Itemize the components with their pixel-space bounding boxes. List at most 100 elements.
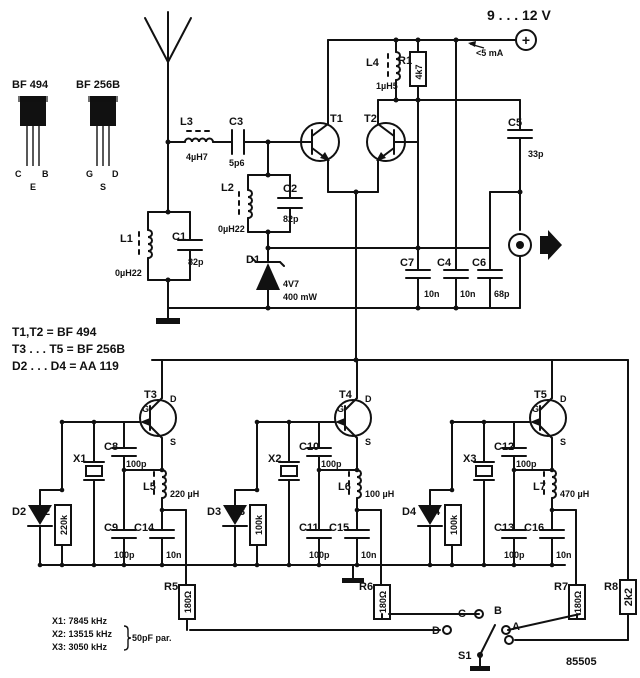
- t2-ref: T2: [364, 113, 377, 125]
- c-top-ref: C12: [494, 441, 514, 453]
- resistor-ref: R2: [36, 506, 50, 518]
- fet-pin-s: S: [365, 437, 371, 447]
- c1-value: 82p: [188, 257, 204, 267]
- c-top-ref: C10: [299, 441, 319, 453]
- fet-pin-d: D: [170, 394, 177, 404]
- c3-ref: C3: [229, 116, 243, 128]
- r1-value: 4k7: [414, 64, 424, 79]
- coil-value: 220 µH: [170, 489, 199, 499]
- c2-value: 82p: [283, 214, 299, 224]
- supply-terminal: +: [515, 29, 537, 51]
- fet-pin-s: S: [170, 437, 176, 447]
- c7-ref: C7: [400, 257, 414, 269]
- crystal-1: X1: 7845 kHz: [52, 616, 108, 626]
- c-a-value: 100p: [114, 550, 135, 560]
- series-resistor-value: 180Ω: [183, 591, 193, 613]
- fet-pin-g: G: [532, 404, 539, 414]
- diode-ref: D4: [402, 506, 417, 518]
- switch-pos-c: C: [458, 608, 466, 620]
- d1-ref: D1: [246, 254, 260, 266]
- zener-d1: [251, 257, 285, 309]
- diode-ref: D3: [207, 506, 221, 518]
- resistor-r8: [619, 579, 637, 631]
- d1-value2: 400 mW: [283, 292, 318, 302]
- c5-ref: C5: [508, 117, 522, 129]
- l1-ref: L1: [120, 233, 133, 245]
- capacitor-c3: [231, 129, 245, 155]
- package-bf256b: BF 256B G S D: [76, 79, 120, 192]
- fet-ref: T3: [144, 389, 157, 401]
- coil-ref: L5: [143, 481, 156, 493]
- resistor-ref: R3: [231, 506, 245, 518]
- coil-ref: L6: [338, 481, 351, 493]
- switch-ref: S1: [458, 650, 471, 662]
- svg-text:B: B: [42, 169, 49, 179]
- c-top-value: 100p: [516, 459, 537, 469]
- c7-value: 10n: [424, 289, 440, 299]
- r8-value: 2k2: [623, 588, 635, 606]
- switch-pos-b: B: [494, 605, 502, 617]
- crystal-note: 50pF par.: [132, 633, 172, 643]
- c-a-ref: C11: [299, 522, 319, 534]
- c4-ref: C4: [437, 257, 452, 269]
- d1-value: 4V7: [283, 279, 299, 289]
- fet-pin-g: G: [142, 404, 149, 414]
- c-a-ref: C13: [494, 522, 514, 534]
- fet-ref: T5: [534, 389, 547, 401]
- crystal-ref: X3: [463, 453, 476, 465]
- l4-ref: L4: [366, 57, 380, 69]
- l3-value: 4µH7: [186, 152, 208, 162]
- figure-number: 85505: [566, 656, 597, 668]
- c-top-ref: C8: [104, 441, 118, 453]
- svg-text:BF 256B: BF 256B: [76, 79, 120, 91]
- c-b-ref: C16: [524, 522, 544, 534]
- c3-value: 5p6: [229, 158, 245, 168]
- crystal-3: X3: 3050 kHz: [52, 642, 108, 652]
- output-arrow: [540, 230, 562, 260]
- resistor-value: 220k: [59, 514, 69, 535]
- c-b-value: 10n: [166, 550, 182, 560]
- ground-symbol: [156, 307, 180, 324]
- fet-ref: T4: [339, 389, 353, 401]
- fet-pin-s: S: [560, 437, 566, 447]
- series-resistor-value: 180Ω: [378, 591, 388, 613]
- crystal-ref: X1: [73, 453, 86, 465]
- svg-text:G: G: [86, 169, 93, 179]
- supply-voltage: 9 . . . 12 V: [487, 7, 551, 23]
- coil-ref: L7: [533, 481, 546, 493]
- c1-ref: C1: [172, 231, 186, 243]
- c-a-value: 100p: [309, 550, 330, 560]
- series-resistor-value: 180Ω: [573, 591, 583, 613]
- c-a-ref: C9: [104, 522, 118, 534]
- l3-ref: L3: [180, 116, 193, 128]
- c-b-value: 10n: [556, 550, 572, 560]
- l2-value: 0µH22: [218, 224, 245, 234]
- r8-ref: R8: [604, 581, 618, 593]
- legend-line-2: T3 . . . T5 = BF 256B: [12, 342, 125, 356]
- c-top-value: 100p: [126, 459, 147, 469]
- c5-value: 33p: [528, 149, 544, 159]
- diode-ref: D2: [12, 506, 26, 518]
- coil-value: 470 µH: [560, 489, 589, 499]
- c-b-ref: C14: [134, 522, 155, 534]
- c-top-value: 100p: [321, 459, 342, 469]
- l4-value: 1µH5: [376, 81, 398, 91]
- antenna: [144, 11, 192, 143]
- c-a-value: 100p: [504, 550, 525, 560]
- svg-text:D: D: [112, 169, 119, 179]
- supply-plus: +: [522, 32, 530, 48]
- resistor-value: 100k: [449, 514, 459, 535]
- svg-text:S: S: [100, 182, 106, 192]
- svg-text:E: E: [30, 182, 36, 192]
- crystal-2: X2: 13515 kHz: [52, 629, 113, 639]
- legend-line-3: D2 . . . D4 = AA 119: [12, 359, 119, 373]
- series-resistor-ref: R6: [359, 581, 373, 593]
- resistor-ref: R4: [426, 506, 441, 518]
- switch-pos-a: A: [512, 621, 520, 633]
- svg-text:C: C: [15, 169, 22, 179]
- c2-ref: C2: [283, 183, 297, 195]
